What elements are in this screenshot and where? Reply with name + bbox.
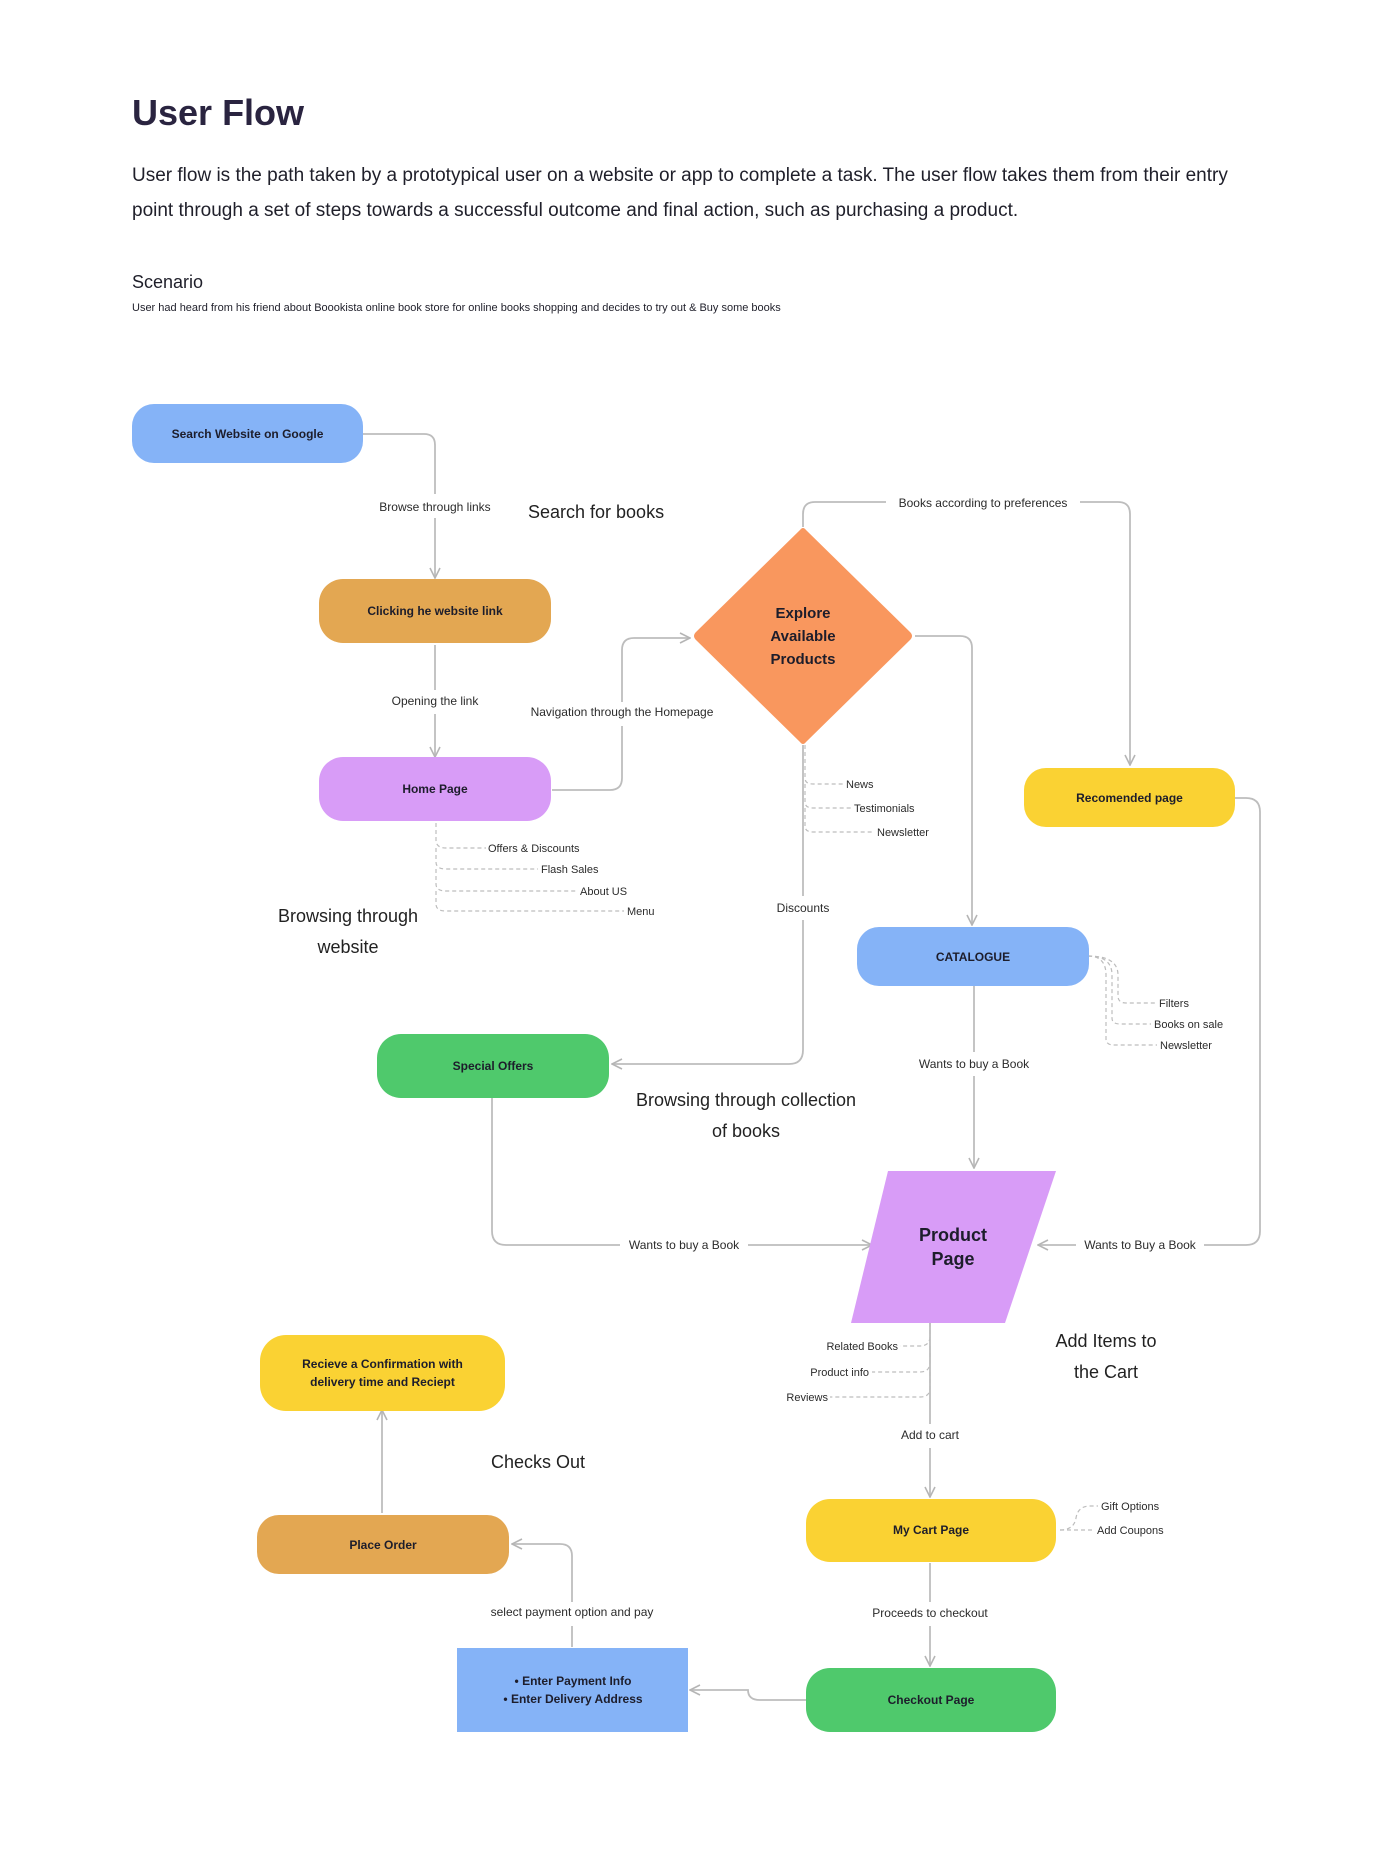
edge-label: select payment option and pay — [491, 1605, 654, 1619]
sub-item: About US — [580, 886, 627, 898]
node-checkout-page: Checkout Page — [806, 1668, 1056, 1732]
sub-item: Filters — [1159, 998, 1189, 1010]
title-bold: Flow — [222, 92, 305, 133]
node-label-line1: Product — [919, 1225, 987, 1245]
edge-labels: Browse through links Opening the link Na… — [372, 490, 1204, 1626]
edge-label: Wants to Buy a Book — [1084, 1238, 1197, 1252]
phase-label: Checks Out — [491, 1452, 585, 1472]
node-label: Recomended page — [1076, 791, 1183, 805]
node-place-order: Place Order — [257, 1515, 509, 1574]
sub-item: News — [846, 779, 874, 791]
sub-item: Menu — [627, 906, 655, 918]
edge-label: Navigation through the Homepage — [531, 705, 714, 719]
sub-item: Newsletter — [877, 827, 929, 839]
node-label-line1: Recieve a Confirmation with — [302, 1357, 463, 1371]
edge-label: Browse through links — [379, 500, 490, 514]
node-label: Place Order — [349, 1538, 417, 1552]
edge-label: Opening the link — [392, 694, 480, 708]
edge-explore-to-catalogue — [915, 635, 972, 925]
node-label: My Cart Page — [893, 1523, 969, 1537]
edge-explore-to-special — [612, 745, 804, 1064]
sub-item: Add Coupons — [1097, 1525, 1164, 1537]
edge-payment-to-order — [512, 1544, 573, 1647]
node-label-line3: Products — [770, 651, 835, 668]
edge-checkout-to-payment — [690, 1690, 806, 1701]
sub-item: Flash Sales — [541, 864, 599, 876]
phase-label: Search for books — [528, 502, 664, 522]
edge-label: Wants to buy a Book — [629, 1238, 740, 1252]
sub-item-leaders — [435, 745, 1157, 1531]
node-label: Search Website on Google — [172, 427, 324, 441]
node-search-google: Search Website on Google — [132, 404, 363, 463]
edge-label: Add to cart — [901, 1428, 960, 1442]
node-label-line2: Available — [770, 628, 835, 645]
node-confirmation: Recieve a Confirmation with delivery tim… — [260, 1335, 505, 1411]
sub-items: Offers & Discounts Flash Sales About US … — [488, 779, 1223, 1537]
node-label: Checkout Page — [888, 1693, 975, 1707]
page-title: User Flow — [132, 92, 304, 134]
node-my-cart: My Cart Page — [806, 1499, 1056, 1562]
sub-item: Reviews — [786, 1392, 828, 1404]
node-label: Home Page — [402, 782, 468, 796]
node-label-line2: Page — [931, 1249, 974, 1269]
edge-label: Discounts — [777, 901, 830, 915]
title-light: User — [132, 92, 223, 133]
node-payment-info: • Enter Payment Info • Enter Delivery Ad… — [457, 1648, 688, 1732]
edge-google-to-click — [363, 433, 435, 578]
scenario-text: User had heard from his friend about Boo… — [132, 302, 781, 314]
edge-recommended-to-product — [1038, 797, 1261, 1245]
edge-special-to-product — [491, 1095, 872, 1245]
sub-item: Offers & Discounts — [488, 843, 580, 855]
node-home-page: Home Page — [319, 757, 551, 821]
node-catalogue: CATALOGUE — [857, 927, 1089, 986]
node-label: CATALOGUE — [936, 950, 1010, 964]
node-label: Special Offers — [453, 1059, 534, 1073]
edge-label: Proceeds to checkout — [872, 1606, 988, 1620]
edge-label: Wants to buy a Book — [919, 1057, 1030, 1071]
node-product-page: Product Page — [851, 1171, 1056, 1323]
node-label-line1: • Enter Payment Info — [515, 1674, 632, 1688]
node-label: Clicking he website link — [367, 604, 503, 618]
sub-item: Gift Options — [1101, 1501, 1160, 1513]
scenario-heading: Scenario — [132, 272, 204, 292]
sub-item: Related Books — [826, 1341, 898, 1353]
edge-label: Books according to preferences — [899, 496, 1068, 510]
sub-item: Newsletter — [1160, 1040, 1212, 1052]
page-description: User flow is the path taken by a prototy… — [132, 165, 1228, 221]
sub-item: Books on sale — [1154, 1019, 1223, 1031]
node-label-line2: delivery time and Reciept — [310, 1375, 455, 1389]
connectors — [363, 433, 1261, 1701]
node-special-offers: Special Offers — [377, 1034, 609, 1098]
node-label-line2: • Enter Delivery Address — [503, 1692, 642, 1706]
node-recommended-page: Recomended page — [1024, 768, 1235, 827]
node-explore-products: Explore Available Products — [694, 528, 912, 744]
node-clicking-link: Clicking he website link — [319, 579, 551, 643]
sub-item: Testimonials — [854, 803, 915, 815]
sub-item: Product info — [810, 1367, 869, 1379]
node-label-line1: Explore — [775, 605, 830, 622]
